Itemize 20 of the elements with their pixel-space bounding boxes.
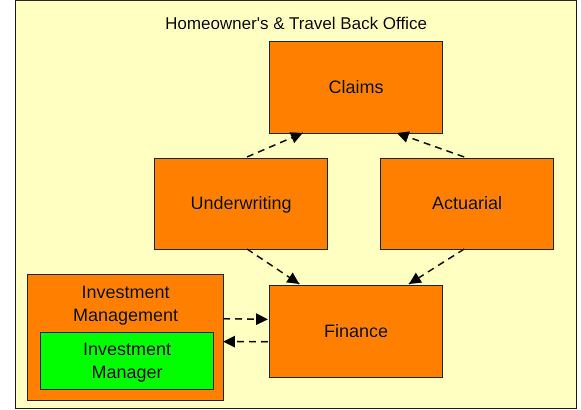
office-frame: [15, 0, 577, 409]
arrow: [223, 336, 268, 348]
arrow: [246, 132, 304, 158]
box-label: Investment Management: [72, 281, 180, 328]
process-box: [269, 285, 443, 378]
box-label: Underwriting: [189, 192, 293, 216]
process-box: [154, 158, 328, 250]
process-box: [40, 332, 214, 390]
process-box: [380, 158, 554, 250]
box-label: Investment Manager: [82, 338, 172, 384]
arrow: [408, 248, 465, 285]
arrow: [222, 313, 268, 326]
arrow: [396, 131, 465, 158]
box-label: Actuarial: [430, 192, 504, 216]
frame-title: Homeowner's & Travel Back Office: [165, 13, 427, 35]
process-box: [269, 41, 443, 134]
arrow: [246, 248, 300, 285]
box-label: Claims: [327, 76, 384, 99]
process-box: [27, 274, 224, 401]
box-label: Finance: [322, 320, 390, 343]
